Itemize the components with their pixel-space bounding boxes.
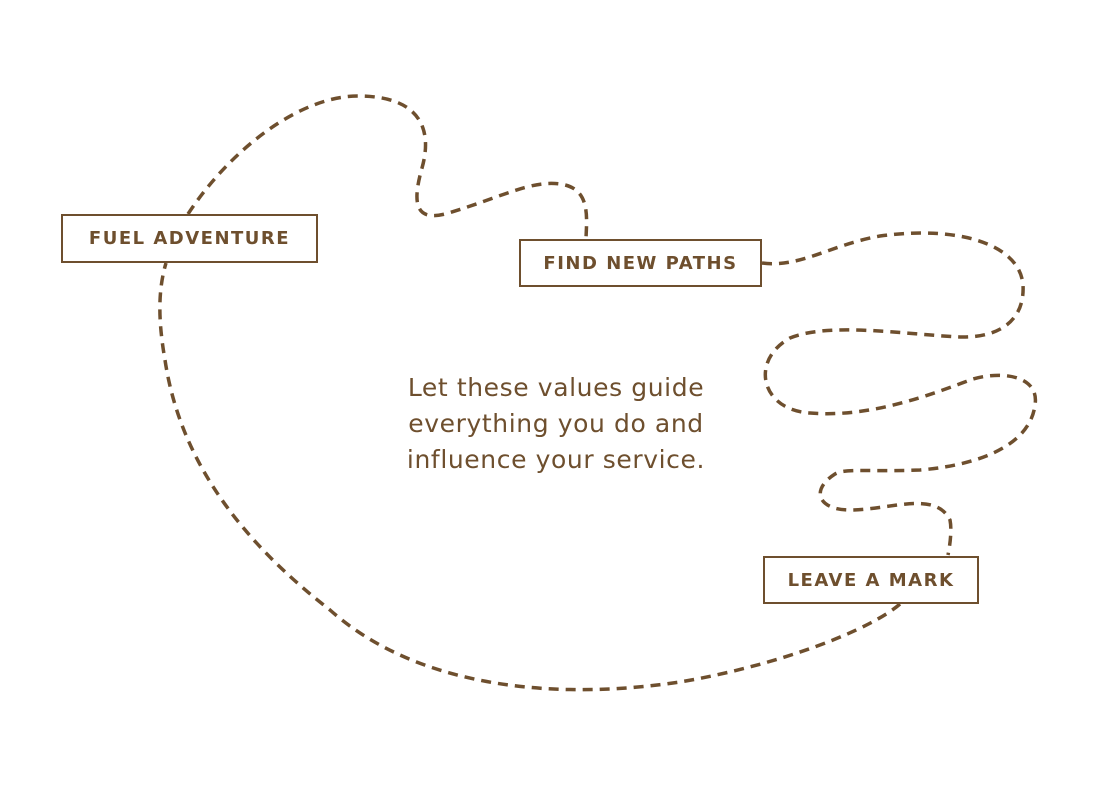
value-leave-a-mark-label: LEAVE A MARK — [787, 569, 955, 591]
message-line-2: everything you do and — [408, 409, 704, 438]
center-message: Let these values guide everything you do… — [370, 370, 742, 478]
value-find-new-paths-label: FIND NEW PATHS — [543, 252, 738, 274]
value-leave-a-mark: LEAVE A MARK — [763, 556, 979, 604]
value-find-new-paths: FIND NEW PATHS — [519, 239, 762, 287]
message-line-1: Let these values guide — [407, 373, 705, 402]
dashed-path-line — [158, 94, 1038, 692]
message-line-3: influence your service. — [406, 445, 706, 474]
value-fuel-adventure-label: FUEL ADVENTURE — [88, 228, 291, 249]
value-fuel-adventure: FUEL ADVENTURE — [61, 214, 318, 263]
